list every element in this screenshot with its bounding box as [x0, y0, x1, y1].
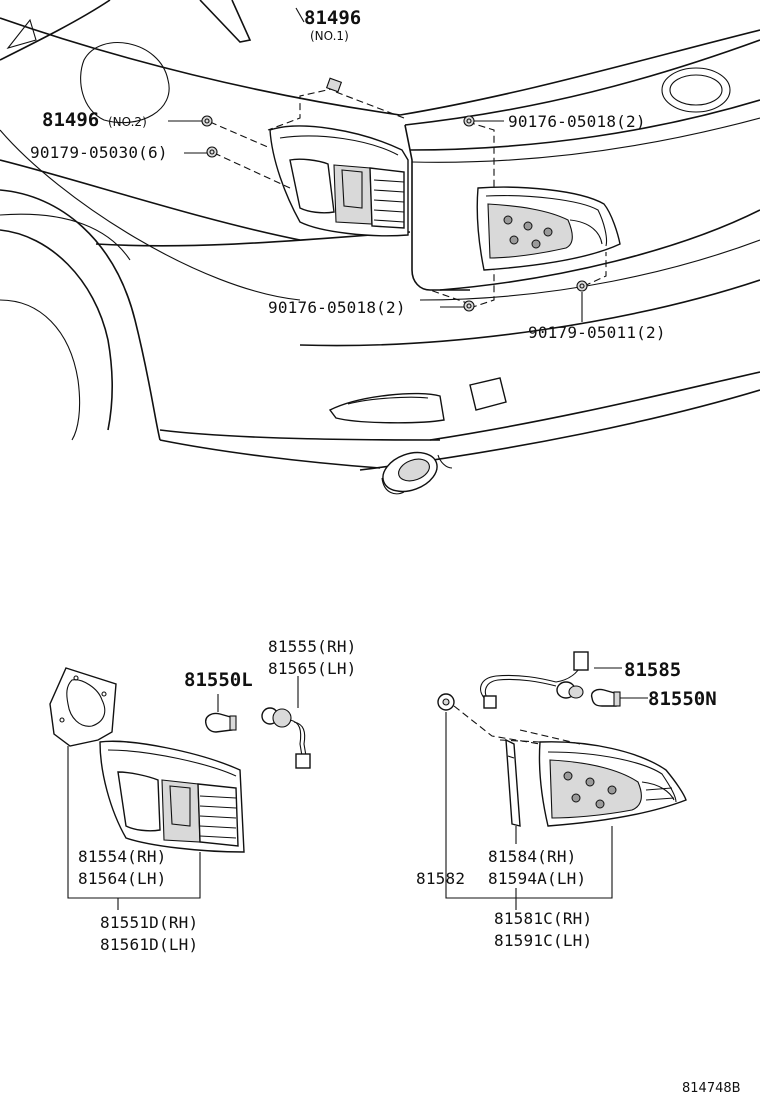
callout-81496-no2: 81496 — [42, 109, 99, 131]
lower-right-leader-lines — [445, 667, 648, 910]
callout-81496-no1-note: (NO.1) — [310, 29, 349, 43]
clip-81582-icon — [437, 693, 455, 711]
callout-81555: 81555(RH) — [268, 637, 357, 656]
nut-90176-05018-top-icon — [463, 115, 475, 127]
diagram-reference-code: 814748B — [682, 1081, 741, 1096]
callout-81550N: 81550N — [648, 688, 717, 710]
callout-81554: 81554(RH) — [78, 847, 167, 866]
nut-90179-05030-icon — [206, 146, 218, 158]
outer-tail-lamp-81551D-icon — [99, 740, 245, 853]
callout-90176-05018-bottom: 90176-05018(2) — [268, 298, 406, 317]
socket-81555-icon — [261, 707, 311, 769]
clip-81496-no1-icon — [325, 77, 343, 93]
callout-81591C: 81591C(LH) — [494, 931, 592, 950]
mounted-outer-tail-lamp — [269, 125, 409, 237]
callout-81594A: 81594A(LH) — [488, 869, 586, 888]
callout-90176-05018-top: 90176-05018(2) — [508, 112, 646, 131]
callout-81581C: 81581C(RH) — [494, 909, 592, 928]
callout-90179-05030: 90179-05030(6) — [30, 143, 168, 162]
lower-left-leader-lines — [67, 676, 299, 910]
callout-81565: 81565(LH) — [268, 659, 357, 678]
nuts-and-clips — [201, 77, 588, 312]
lamp-lens-ribs — [373, 179, 405, 223]
mounted-inner-tail-lamp — [476, 186, 621, 271]
callout-81551D: 81551D(RH) — [100, 913, 198, 932]
upper-leader-lines — [0, 7, 583, 322]
nut-90176-05018-bottom-icon — [463, 300, 475, 312]
callout-81584: 81584(RH) — [488, 847, 577, 866]
callout-81496-no1: 81496 — [304, 7, 361, 29]
callout-81561D: 81561D(LH) — [100, 935, 198, 954]
fastener-guides — [209, 87, 607, 309]
bulb-81550L-icon — [205, 712, 237, 733]
gasket-81554-icon — [49, 667, 117, 747]
callout-90179-05011: 90179-05011(2) — [528, 323, 666, 342]
lower-right-dashed-guides — [453, 705, 581, 745]
nut-90179-05011-icon — [576, 280, 588, 292]
callout-81550L: 81550L — [184, 669, 253, 691]
callout-81564: 81564(LH) — [78, 869, 167, 888]
gasket-81584-icon — [505, 738, 521, 827]
bulb-81550N-icon — [590, 688, 621, 707]
vehicle-rear-body — [0, 0, 760, 495]
inner-tail-lamp-81581C-icon — [538, 741, 687, 827]
nut-81496-no2-icon — [201, 115, 213, 127]
wiring-81585-icon — [480, 651, 589, 709]
callout-81585: 81585 — [624, 659, 681, 681]
callout-81496-no2-note: (NO.2) — [108, 115, 147, 129]
callout-81582: 81582 — [416, 869, 465, 888]
